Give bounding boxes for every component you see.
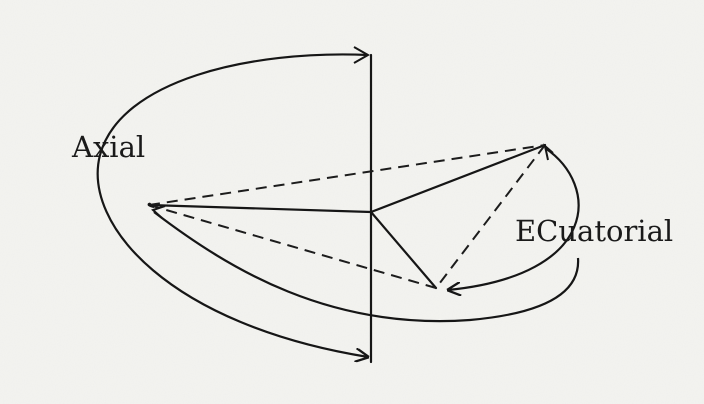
equatorial-arrow-bottom-loop (153, 211, 580, 323)
dashed-edge-left-right (148, 144, 546, 206)
bond-bottom-right (369, 210, 438, 290)
bond-right (369, 143, 547, 214)
left-vertex-arrow-stub (147, 202, 155, 209)
equatorial-arrow-right-to-bottom (448, 147, 580, 290)
axial-arrowhead-top (353, 46, 371, 64)
bond-left (147, 203, 373, 214)
equatorial-arrowhead-right (543, 143, 554, 161)
axial-curved-arrow (96, 53, 368, 357)
dashed-edge-left-bottom (148, 204, 437, 289)
equatorial-arrowhead-left (151, 205, 166, 219)
dashed-edge-right-bottom (435, 144, 546, 289)
axial-label: Axial (71, 130, 145, 164)
equatorial-label: ECuatorial (515, 214, 673, 248)
